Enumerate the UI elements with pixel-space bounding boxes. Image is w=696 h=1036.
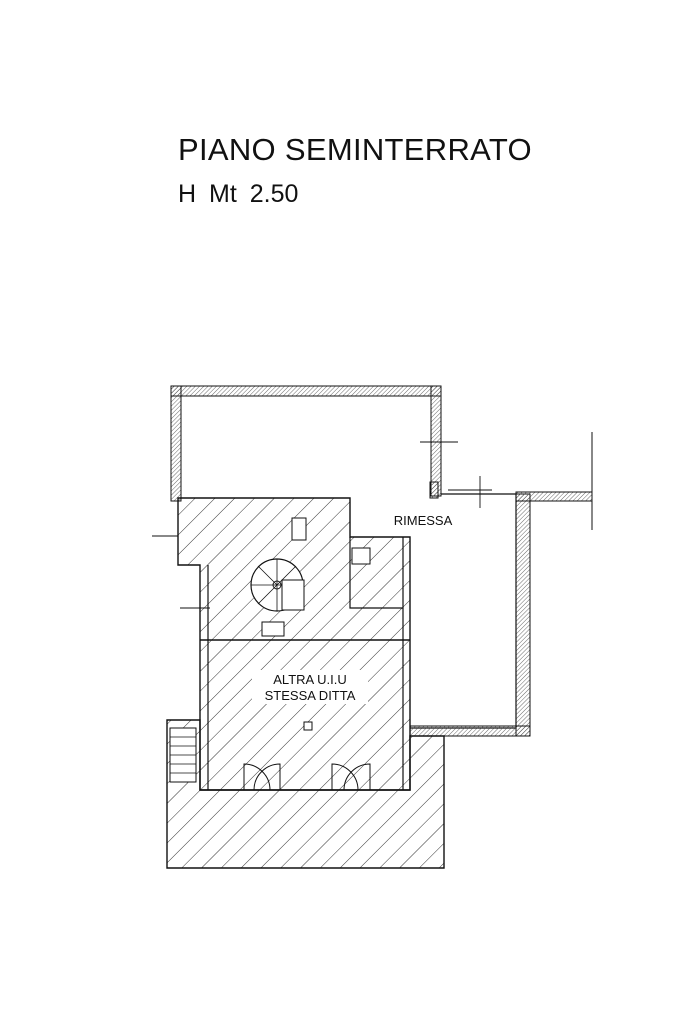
other-unit-label-line1: ALTRA U.I.U	[273, 672, 346, 687]
garage-label: RIMESSA	[394, 513, 453, 528]
other-unit-label-line2: STESSA DITTA	[265, 688, 356, 703]
floor-title: PIANO SEMINTERRATO	[178, 132, 532, 167]
ceiling-height-note: H Mt 2.50	[178, 180, 299, 208]
garage-area	[170, 385, 593, 737]
lower-courtyard-area	[166, 719, 445, 869]
